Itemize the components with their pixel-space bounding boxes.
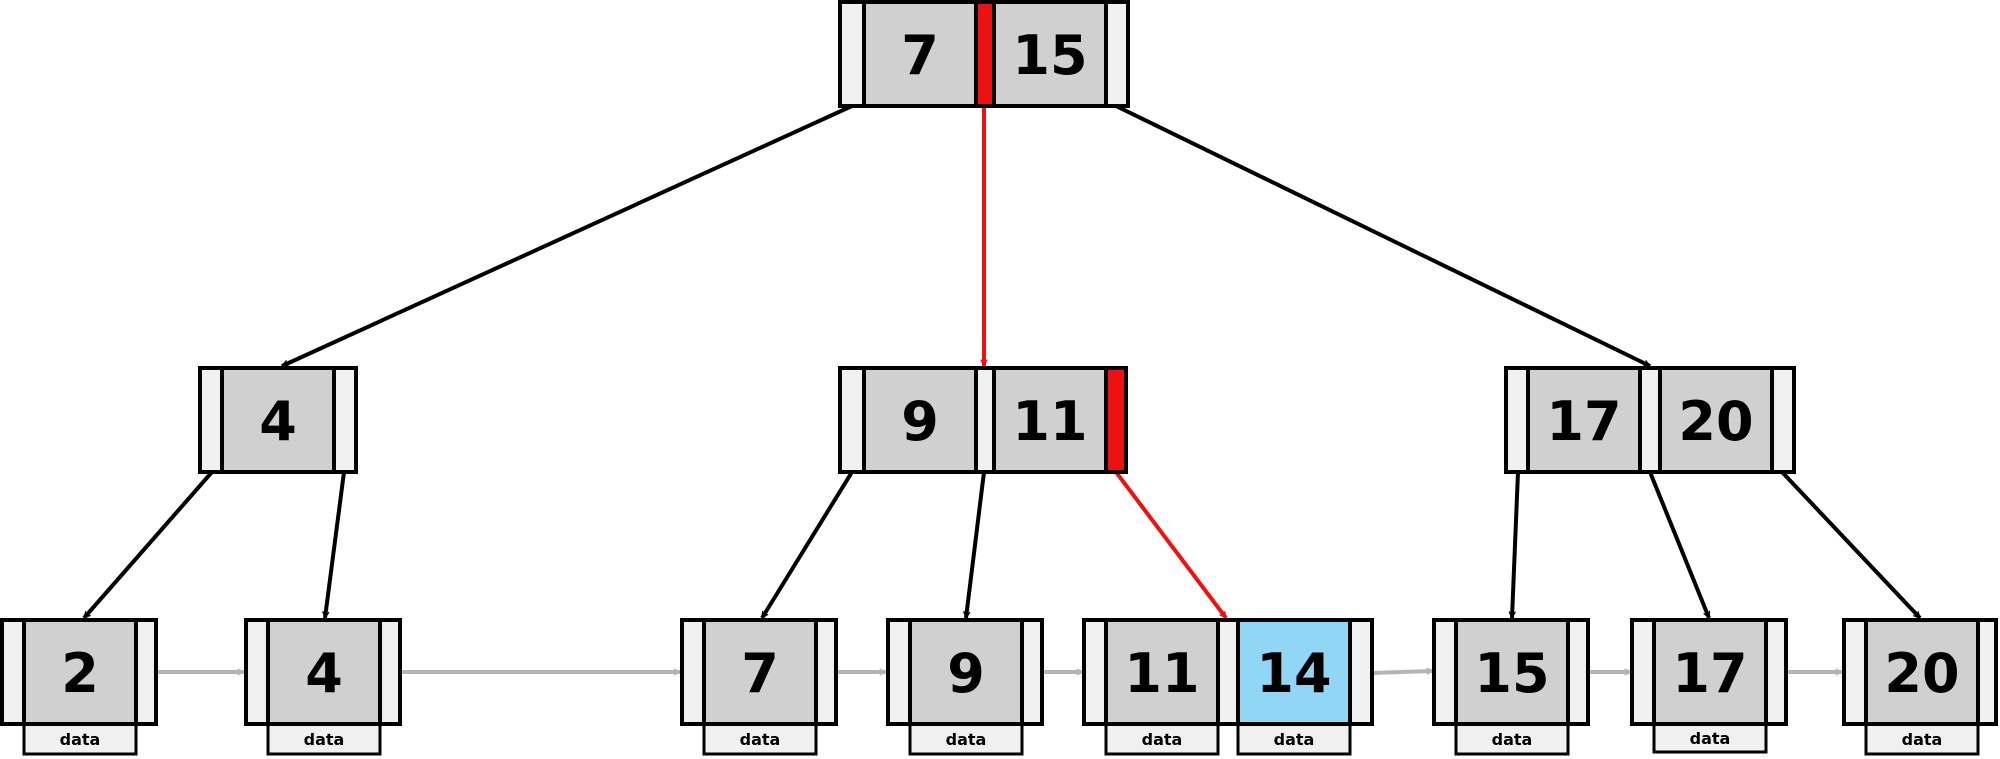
leaf-20-pointer-left	[1842, 618, 1868, 726]
internal-node-17-20-key-0	[1526, 366, 1642, 474]
internal-node-9-11-pointer-0	[838, 366, 866, 474]
internal-node-17-20-pointer-1	[1638, 366, 1662, 474]
leaf-node-2: 2 data	[0, 618, 158, 756]
internal-node-17-20-pointer-0	[1504, 366, 1530, 474]
leaf-9-key-0	[908, 618, 1024, 726]
internal-node-9-11-pointer-2	[1104, 366, 1128, 474]
leaf-20-data-label: data	[1902, 730, 1943, 749]
leaf-4-data-label: data	[304, 730, 345, 749]
leaf-2-key-0-label: 2	[61, 642, 99, 705]
leaf-4-key-0	[266, 618, 382, 726]
leaf-7-key-0-label: 7	[741, 642, 779, 705]
leaf-20-key-0	[1864, 618, 1980, 726]
internal-node-9-11: 9 11	[838, 366, 1128, 474]
leaf-node-17: 17 data	[1630, 618, 1788, 754]
root-pointer-1	[974, 0, 996, 108]
internal-node-9-11-pointer-1	[974, 366, 996, 474]
leaf-2-key-0	[22, 618, 138, 726]
leaf-11-14-key-0-label: 11	[1124, 642, 1199, 705]
internal-node-4-pointer-0	[198, 366, 224, 474]
edge-root-to-node-17-20	[1115, 104, 1650, 368]
leaf-node-11-14: 11 14 data data	[1082, 618, 1374, 756]
leaf-11-14-key-0	[1104, 618, 1220, 726]
leaf-4-pointer-left	[244, 618, 270, 726]
edge-node-9-11-to-leaf-9	[966, 471, 986, 618]
leaf-2-pointer-right	[134, 618, 158, 726]
root-pointer-0	[838, 0, 866, 108]
leaf-7-pointer-right	[814, 618, 838, 726]
root-node: 7 15	[838, 0, 1130, 108]
leaf-9-pointer-left	[886, 618, 912, 726]
leaf-9-key-0-label: 9	[947, 642, 985, 705]
leaf-20-pointer-right	[1976, 618, 1998, 726]
tree-edges	[82, 104, 1922, 620]
leaf-4-data-box	[266, 722, 382, 756]
leaf-20-key-0-label: 20	[1884, 642, 1959, 705]
leaf-17-pointer-right	[1764, 618, 1788, 726]
leaf-11-14-key-1-highlighted	[1236, 618, 1352, 726]
leaf-15-pointer-right	[1566, 618, 1590, 726]
leaf-9-data-label: data	[946, 730, 987, 749]
leaf-15-key-0-label: 15	[1474, 642, 1549, 705]
edge-node-17-20-to-leaf-20	[1780, 470, 1922, 620]
internal-node-17-20: 17 20	[1504, 366, 1796, 474]
edge-node-17-20-to-leaf-17	[1648, 471, 1711, 618]
leaf-2-data-label: data	[60, 730, 101, 749]
root-key-0-label: 7	[901, 24, 939, 87]
leaf-node-20: 20 data	[1842, 618, 1998, 756]
leaf-7-pointer-left	[680, 618, 706, 726]
internal-node-9-11-key-0-label: 9	[901, 390, 939, 453]
leaf-11-14-pointer-1	[1216, 618, 1240, 726]
leaf-15-data-box	[1454, 722, 1570, 756]
leaf-4-pointer-right	[378, 618, 402, 726]
leaf-node-15: 15 data	[1432, 618, 1590, 756]
leaf-link-14-to-15	[1371, 671, 1433, 675]
internal-node-17-20-key-1	[1658, 366, 1774, 474]
edge-node-4-to-leaf-4	[325, 471, 346, 618]
edge-root-to-node-4	[282, 104, 853, 368]
leaf-links	[156, 671, 1842, 673]
leaf-17-data-label: data	[1690, 729, 1731, 748]
leaf-7-key-0	[702, 618, 818, 726]
leaf-11-data-label: data	[1142, 730, 1183, 749]
internal-node-17-20-key-0-label: 17	[1546, 390, 1621, 453]
leaf-15-data-label: data	[1492, 730, 1533, 749]
root-key-1	[992, 0, 1108, 108]
internal-node-17-20-key-1-label: 20	[1678, 390, 1753, 453]
edge-node-4-to-leaf-2	[82, 470, 214, 620]
leaf-2-pointer-left	[0, 618, 26, 726]
leaf-20-data-box	[1864, 722, 1980, 756]
leaf-node-7: 7 data	[680, 618, 838, 756]
leaf-7-data-label: data	[740, 730, 781, 749]
leaf-9-pointer-right	[1020, 618, 1044, 726]
root-pointer-2	[1104, 0, 1130, 108]
internal-node-17-20-pointer-2	[1770, 366, 1796, 474]
leaf-node-4: 4 data	[244, 618, 402, 756]
leaf-17-key-0-label: 17	[1672, 642, 1747, 705]
edge-node-9-11-to-leaf-7	[760, 470, 854, 618]
leaf-node-9: 9 data	[886, 618, 1044, 756]
internal-node-4: 4	[198, 366, 358, 474]
internal-node-9-11-key-1-label: 11	[1012, 390, 1087, 453]
leaf-15-pointer-left	[1432, 618, 1458, 726]
leaf-14-data-label: data	[1274, 730, 1315, 749]
leaf-4-key-0-label: 4	[305, 642, 343, 705]
leaf-17-pointer-left	[1630, 618, 1656, 726]
internal-node-4-key-0-label: 4	[259, 390, 297, 453]
internal-node-4-pointer-1	[332, 366, 358, 474]
leaf-11-14-key-1-label: 14	[1256, 642, 1331, 705]
root-key-1-label: 15	[1012, 24, 1087, 87]
leaf-11-14-pointer-0	[1082, 618, 1108, 726]
root-key-0	[862, 0, 978, 108]
leaf-11-14-pointer-2	[1348, 618, 1374, 726]
edge-node-9-11-to-leaf-11-14	[1114, 470, 1228, 620]
leaf-17-key-0	[1652, 618, 1768, 726]
edge-node-17-20-to-leaf-15	[1512, 471, 1520, 618]
